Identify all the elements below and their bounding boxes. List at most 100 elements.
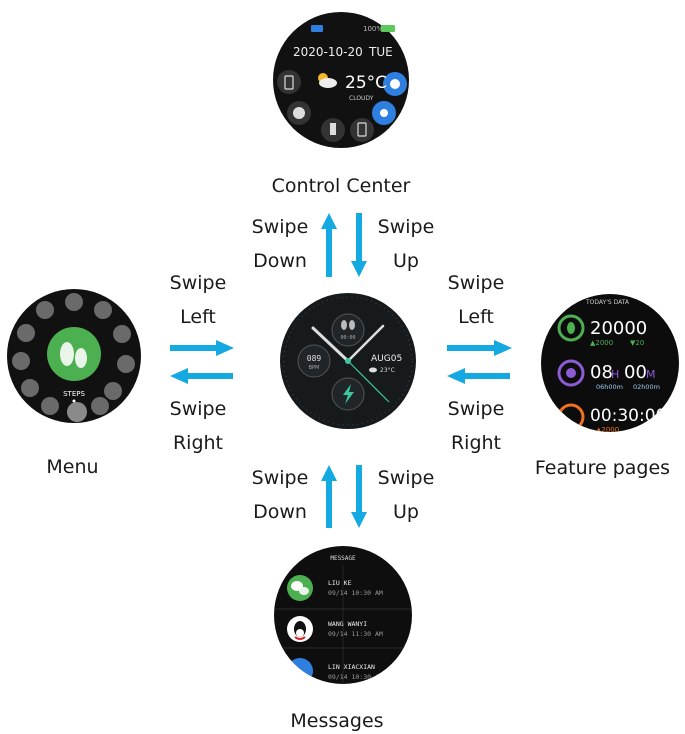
caption-menu: Menu (46, 456, 99, 478)
power-saving-icon (277, 70, 301, 94)
steps-subdial (331, 313, 365, 347)
cc-temperature: 25°C (345, 73, 387, 93)
sleep-minutes: 00 (624, 362, 647, 383)
gesture-label-right-bottom: Swipe Right (436, 392, 516, 460)
msg-2-time: 09/14 11:30 AM (328, 630, 383, 638)
gesture-label-left-bottom: Swipe Right (158, 392, 238, 460)
gesture-label-right-top: Swipe Left (436, 266, 516, 334)
gesture-word: Swipe (169, 398, 227, 420)
arrow-down-top (351, 213, 367, 277)
moon-icon (566, 368, 576, 378)
msg-1-name: LIU KE (328, 579, 352, 587)
arrow-right-right (447, 340, 512, 356)
clock-app-icon (17, 324, 35, 342)
control-center-watch: 100% 2020-10-20 TUE 25°C CLOUDY (273, 12, 409, 148)
hour-hand (311, 326, 350, 363)
sleep-sub-b: 02h00m (633, 383, 660, 391)
sleep-hours-unit: H (611, 368, 619, 381)
steps-ring (557, 314, 585, 342)
bluetooth-icon (311, 25, 323, 32)
weather-cloud-icon (319, 78, 337, 88)
sleep-hours: 08 (590, 362, 613, 383)
dumbbell-app-icon (12, 352, 30, 370)
gesture-label-top-left: Swipe Down (240, 210, 320, 278)
face-temp: 23°C (380, 367, 395, 374)
settings-app-icon (104, 382, 122, 400)
cc-weekday: TUE (368, 45, 393, 59)
msg-3-name: LIN XIACXIAN (328, 663, 375, 671)
game-app-icon (91, 397, 109, 415)
footprint-icon (341, 320, 347, 330)
steps-sub-a: ▲2000 (590, 339, 613, 347)
gesture-word: Swipe (251, 467, 309, 489)
arrow-up-bottom (321, 465, 337, 528)
steps-sub-b: ▼20 (630, 339, 644, 347)
gesture-label-left-top: Swipe Left (158, 266, 238, 334)
gesture-word: Up (393, 250, 419, 272)
caption-feature-pages: Feature pages (534, 457, 671, 479)
timer-sub: ▲2000 (596, 426, 619, 434)
menu-watch: STEPS (7, 289, 141, 423)
gesture-label-top-right: Swipe Up (366, 210, 446, 278)
bpm-value: 089 (307, 354, 322, 363)
main-watch-face: 00:00 089 BPM AUG05 23°C (280, 293, 416, 429)
gesture-word: Swipe (377, 216, 435, 238)
feature-title: TODAY'S DATA (585, 299, 630, 306)
gesture-word: Up (393, 501, 419, 523)
music-app-icon (113, 325, 131, 343)
gesture-word: Left (458, 306, 494, 328)
msg-3-time: 09/14 10:30 AM (328, 673, 383, 681)
msg-1-time: 09/14 10:30 AM (328, 589, 383, 597)
camera-app-icon (94, 301, 112, 319)
second-hand (347, 360, 390, 403)
gesture-word: Swipe (377, 467, 435, 489)
gesture-word: Left (180, 306, 216, 328)
gesture-word: Down (253, 501, 307, 523)
battery-icon (381, 25, 395, 32)
gesture-word: Right (172, 432, 224, 454)
gesture-word: Right (450, 432, 502, 454)
arrow-left-left (170, 368, 233, 384)
heart-app-icon (21, 379, 39, 397)
gesture-word: Down (253, 250, 307, 272)
msg-2-name: WANG WANYI (328, 620, 367, 628)
sleep-app-icon (41, 397, 59, 415)
feature-timer: 00:30:00 (590, 406, 666, 426)
arrow-right-left (170, 340, 234, 356)
sleep-sub-a: 06h00m (596, 383, 623, 391)
face-cloud-icon (369, 367, 377, 373)
gesture-word: Swipe (447, 398, 505, 420)
face-date: AUG05 (371, 354, 402, 364)
sleep-minutes-unit: M (646, 368, 656, 381)
bpm-unit: BPM (309, 365, 320, 371)
steps-small-app-icon (67, 402, 87, 422)
menu-selected-label: STEPS (63, 390, 85, 398)
arrow-up-top (321, 213, 337, 277)
gesture-word: Swipe (447, 272, 505, 294)
heart-rate-subdial (297, 344, 331, 378)
drop-app-icon (36, 301, 54, 319)
cloud-app-icon (65, 293, 83, 311)
gesture-label-bottom-right: Swipe Up (366, 461, 446, 529)
arrow-left-right (447, 368, 510, 384)
cc-weather: CLOUDY (349, 95, 374, 102)
battery-percent: 100% (363, 25, 383, 33)
arrow-down-bottom (351, 465, 367, 528)
vibrate-icon (350, 118, 374, 142)
caption-control-center: Control Center (271, 175, 411, 197)
feature-steps: 20000 (590, 318, 647, 339)
feature-pages-watch: TODAY'S DATA 20000 ▲2000 ▼20 08 H 00 M 0… (541, 294, 679, 434)
gesture-word: Swipe (169, 272, 227, 294)
cc-date: 2020-10-20 (293, 45, 363, 59)
messages-watch: MESSAGE LIU KE 09/14 10:30 AM WANG WANYI… (274, 546, 412, 684)
messages-title: MESSAGE (330, 555, 356, 562)
caption-messages: Messages (290, 710, 384, 732)
gesture-word: Swipe (251, 216, 309, 238)
timer-app-icon (117, 355, 135, 373)
steps-subdial-value: 00:00 (340, 335, 355, 341)
gesture-label-bottom-left: Swipe Down (240, 461, 320, 529)
steps-foot-icon (567, 322, 575, 334)
minute-hand (346, 324, 385, 363)
lightning-icon (343, 384, 354, 404)
